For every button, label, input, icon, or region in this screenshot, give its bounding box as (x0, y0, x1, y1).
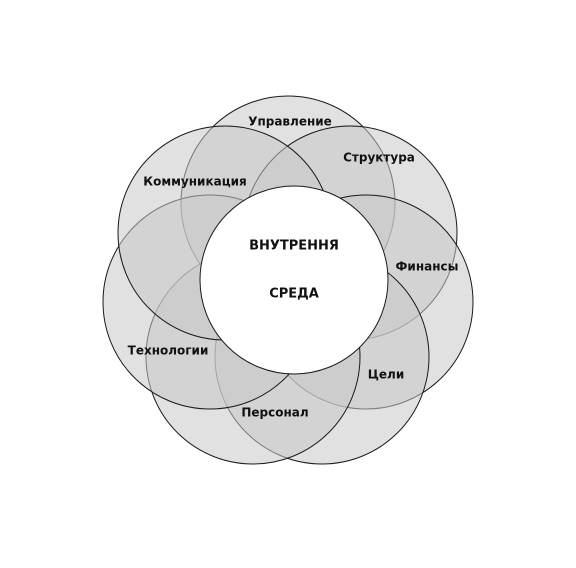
center-circle (199, 185, 389, 375)
petal-label: Управление (248, 115, 332, 129)
petal-label: Цели (368, 368, 404, 382)
petal-label: Персонал (241, 406, 308, 420)
center-label-line1: ВНУТРЕННЯ (249, 239, 339, 254)
petal-label: Технологии (128, 344, 209, 358)
center-label-line2: СРЕДА (269, 287, 319, 302)
petal-label: Структура (343, 151, 415, 165)
petal-label: Коммуникация (143, 175, 246, 189)
petal-label: Финансы (396, 260, 459, 274)
